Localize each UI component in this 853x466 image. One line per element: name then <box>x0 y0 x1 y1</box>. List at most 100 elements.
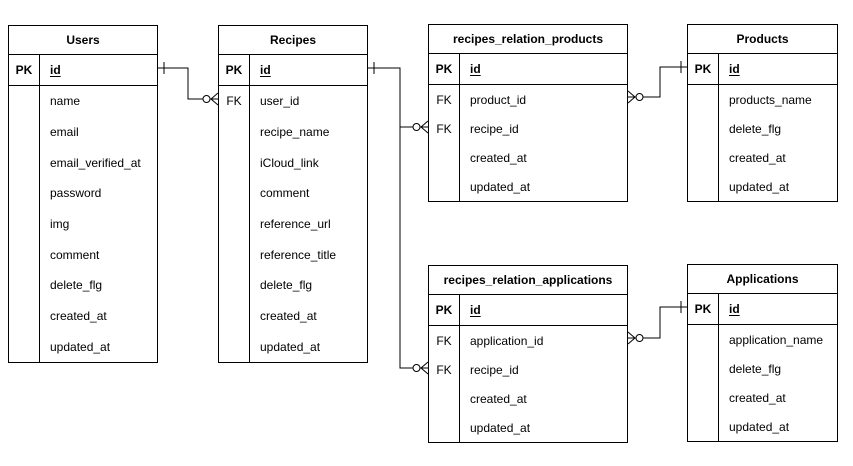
attribute-name: reference_url <box>260 217 331 232</box>
attribute-row: updated_at <box>688 412 837 441</box>
attribute-row: password <box>9 178 157 209</box>
zero-circle <box>635 93 644 101</box>
attribute-name: updated_at <box>470 179 531 194</box>
table-title: recipes_relation_applications <box>429 266 627 295</box>
attribute-name: created_at <box>729 150 786 165</box>
crow-foot-prong <box>420 361 429 369</box>
attribute-name: reference_title <box>260 247 337 262</box>
attribute-name: recipe_name <box>260 125 330 139</box>
crow-foot-prong <box>420 120 429 128</box>
attribute-name: created_at <box>50 309 107 324</box>
attribute-name: updated_at <box>470 420 531 435</box>
attribute-name: created_at <box>470 391 527 406</box>
table-title: Applications <box>688 265 837 294</box>
attribute-name: created_at <box>729 390 786 405</box>
relationship-line <box>368 67 428 128</box>
attribute-name: updated_at <box>729 179 790 194</box>
attribute-row: created_at <box>429 143 627 172</box>
attribute-row: updated_at <box>219 331 367 363</box>
key-badge: PK <box>429 54 460 84</box>
crow-foot-prong <box>210 92 219 100</box>
attribute-name: products_name <box>729 92 812 107</box>
key-badge <box>219 116 250 148</box>
zero-circle <box>412 364 421 372</box>
attribute-name: id <box>470 62 481 76</box>
key-badge <box>688 85 719 114</box>
attribute-row: recipe_name <box>219 116 367 148</box>
attribute-row: comment <box>9 239 157 271</box>
key-badge <box>9 239 40 271</box>
key-badge <box>688 114 719 143</box>
attribute-name: delete_flg <box>50 278 103 293</box>
key-badge: PK <box>9 55 40 85</box>
attribute-name: recipe_id <box>470 362 519 377</box>
table-title: Users <box>9 26 157 55</box>
key-badge <box>9 178 40 209</box>
attribute-name: delete_flg <box>729 361 782 376</box>
attribute-name: iCloud_link <box>260 155 319 170</box>
attribute-name: delete_flg <box>729 121 782 136</box>
attribute-name: email_verified_at <box>50 155 141 170</box>
attribute-name: recipe_id <box>470 121 519 136</box>
key-badge <box>688 383 719 412</box>
key-badge <box>219 239 250 271</box>
attribute-row: name <box>9 86 157 117</box>
attribute-name: id <box>729 302 740 316</box>
key-badge <box>219 300 250 332</box>
key-badge <box>429 143 460 172</box>
key-badge <box>219 208 250 240</box>
attribute-row: delete_flg <box>688 114 837 143</box>
key-badge <box>9 147 40 179</box>
zero-circle <box>635 334 644 342</box>
key-badge <box>9 331 40 363</box>
crow-foot-prong <box>420 126 429 134</box>
connector-recipes-relation-products <box>368 62 429 134</box>
table-title: Recipes <box>219 26 367 55</box>
relationship-line <box>628 306 687 339</box>
table-title: recipes_relation_products <box>429 25 627 54</box>
attribute-row: delete_flg <box>219 270 367 301</box>
attribute-row: created_at <box>429 384 627 413</box>
attribute-name: user_id <box>260 94 300 109</box>
attribute-row: updated_at <box>429 172 627 201</box>
attribute-name: created_at <box>470 150 527 165</box>
attribute-row: updated_at <box>429 413 627 442</box>
attribute-row: created_at <box>688 143 837 172</box>
connector-recipes-relation-applications <box>399 127 429 375</box>
zero-circle <box>202 95 211 103</box>
key-badge <box>429 172 460 201</box>
key-badge <box>9 208 40 240</box>
attribute-name: updated_at <box>729 419 790 434</box>
key-badge <box>219 331 250 363</box>
key-badge <box>9 86 40 117</box>
key-badge <box>9 300 40 332</box>
attribute-name: password <box>50 186 102 201</box>
attribute-row: created_at <box>9 300 157 332</box>
attribute-row: products_name <box>688 85 837 114</box>
attribute-name: application_name <box>729 332 824 347</box>
attribute-row: updated_at <box>9 331 157 363</box>
zero-circle <box>412 123 421 131</box>
attribute-row: updated_at <box>688 172 837 201</box>
attribute-row: reference_url <box>219 208 367 240</box>
crow-foot-prong <box>627 331 636 339</box>
attribute-name: img <box>50 217 70 232</box>
relationship-line <box>399 127 428 369</box>
attribute-name: created_at <box>260 309 317 324</box>
attribute-row: img <box>9 208 157 240</box>
key-badge <box>688 412 719 441</box>
crow-foot-prong <box>420 367 429 375</box>
attribute-name: delete_flg <box>260 278 313 293</box>
key-badge: PK <box>688 294 719 324</box>
